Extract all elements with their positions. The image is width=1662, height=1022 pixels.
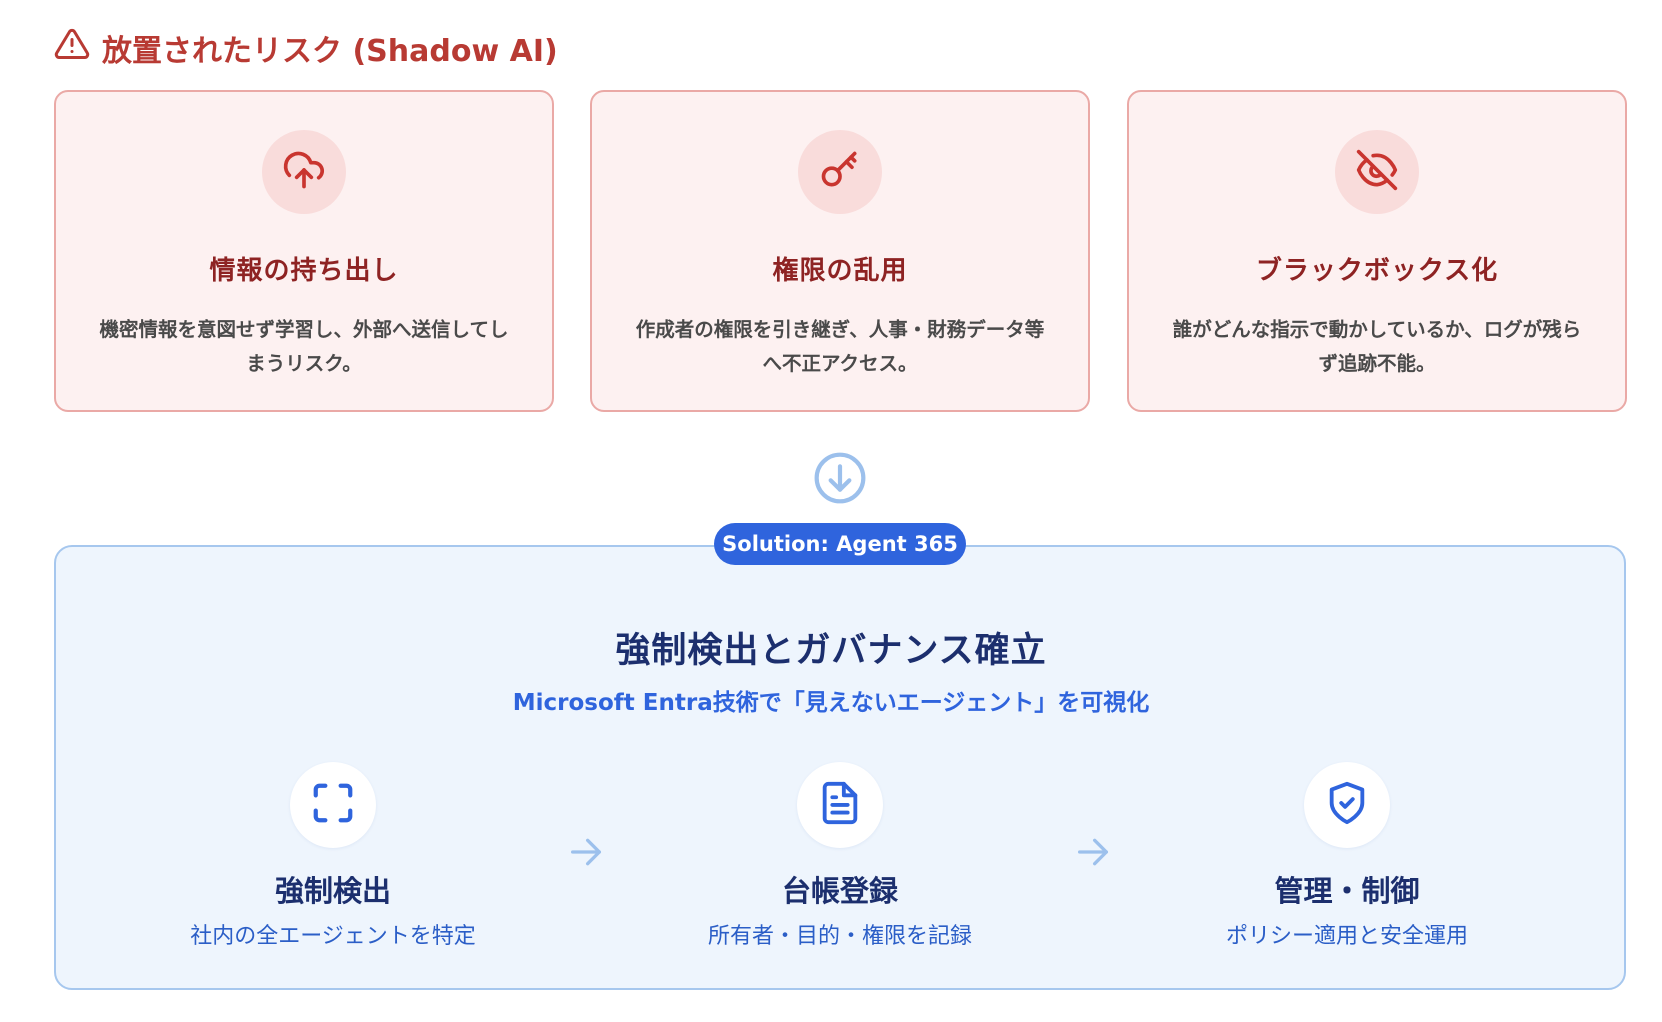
cloud-upload-icon xyxy=(282,148,326,196)
arrow-right-icon xyxy=(1073,832,1113,872)
step-icon-container xyxy=(797,762,883,848)
step-icon-container xyxy=(290,762,376,848)
eye-off-icon xyxy=(1355,148,1399,196)
risk-section-title: 放置されたリスク (Shadow AI) xyxy=(102,34,558,69)
step-description: ポリシー適用と安全運用 xyxy=(1225,924,1468,949)
key-icon xyxy=(818,148,862,196)
risk-icon-container xyxy=(798,130,882,214)
risk-card-privilege-abuse: 権限の乱用 作成者の権限を引き継ぎ、人事・財務データ等へ不正アクセス。 xyxy=(590,90,1090,412)
step-description: 社内の全エージェントを特定 xyxy=(190,924,476,949)
step-title: 台帳登録 xyxy=(781,874,898,908)
shield-check-icon xyxy=(1324,780,1370,830)
risk-card-description: 作成者の権限を引き継ぎ、人事・財務データ等へ不正アクセス。 xyxy=(635,318,1045,375)
risk-card-black-box: ブラックボックス化 誰がどんな指示で動かしているか、ログが残らず追跡不能。 xyxy=(1127,90,1627,412)
solution-title: 強制検出とガバナンス確立 xyxy=(615,631,1047,671)
step-registry: 台帳登録 所有者・目的・権限を記録 xyxy=(630,762,1050,950)
step-icon-container xyxy=(1304,762,1390,848)
step-management-control: 管理・制御 ポリシー適用と安全運用 xyxy=(1137,762,1557,950)
document-icon xyxy=(817,780,863,830)
risk-icon-container xyxy=(262,130,346,214)
step-title: 管理・制御 xyxy=(1274,874,1420,908)
warning-icon xyxy=(54,26,90,70)
risk-card-title: 権限の乱用 xyxy=(772,256,908,286)
arrow-down-circle-icon xyxy=(812,450,868,506)
risk-card-data-leak: 情報の持ち出し 機密情報を意図せず学習し、外部へ送信してしまうリスク。 xyxy=(54,90,554,412)
risk-card-description: 機密情報を意図せず学習し、外部へ送信してしまうリスク。 xyxy=(99,318,509,375)
step-description: 所有者・目的・権限を記録 xyxy=(707,924,972,949)
risk-section-header: 放置されたリスク (Shadow AI) xyxy=(54,26,558,70)
risk-card-description: 誰がどんな指示で動かしているか、ログが残らず追跡不能。 xyxy=(1172,318,1582,375)
risk-icon-container xyxy=(1335,130,1419,214)
solution-badge: Solution: Agent 365 xyxy=(714,523,966,565)
step-title: 強制検出 xyxy=(274,874,391,908)
scan-icon xyxy=(310,780,356,830)
risk-card-title: 情報の持ち出し xyxy=(209,256,399,286)
step-forced-detection: 強制検出 社内の全エージェントを特定 xyxy=(123,762,543,950)
risk-card-title: ブラックボックス化 xyxy=(1255,256,1499,286)
solution-subtitle: Microsoft Entra技術で「見えないエージェント」を可視化 xyxy=(512,690,1150,716)
arrow-right-icon xyxy=(566,832,606,872)
